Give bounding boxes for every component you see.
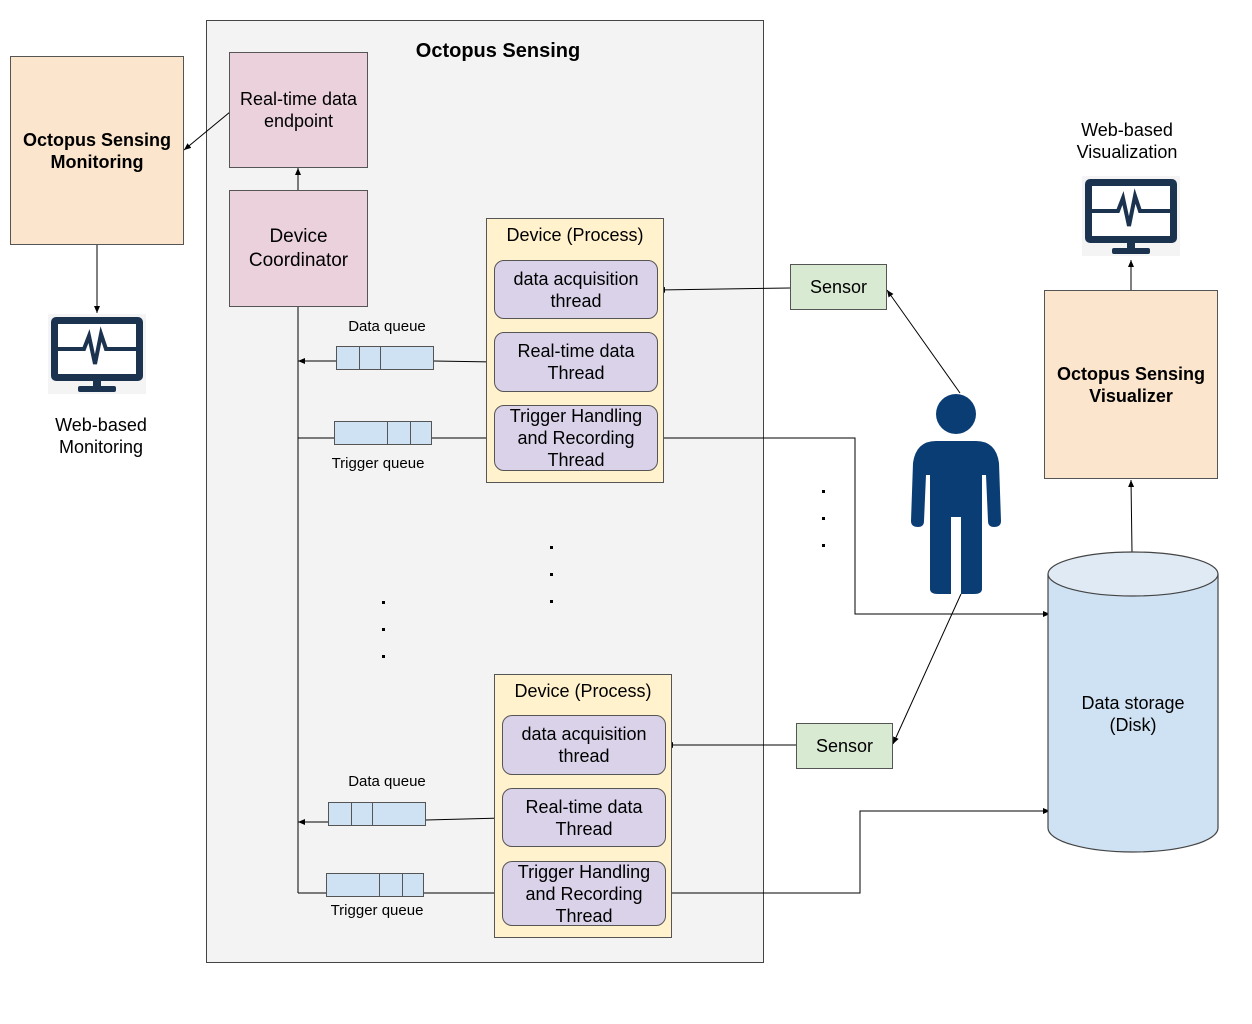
- arrow-recording-2-to-storage: [666, 808, 1050, 894]
- person-icon: [911, 394, 1001, 594]
- thread-label: Trigger Handling and Recording Thread: [509, 406, 643, 470]
- octopus-sensing-monitoring-box: Octopus Sensing Monitoring: [10, 56, 184, 245]
- monitor-heartbeat-icon: [1082, 176, 1180, 256]
- visualizer-label: Octopus Sensing Visualizer: [1056, 363, 1206, 406]
- data-queue-2: [328, 802, 426, 826]
- device-coordinator-label: Device Coordinator: [248, 225, 349, 271]
- thread-label: data acquisition thread: [513, 268, 639, 311]
- arrow-storage-to-visualizer: [1128, 479, 1135, 553]
- line-realtime-to-queue-2: [425, 817, 504, 821]
- ellipsis-queues: [382, 601, 388, 682]
- device-title: Device (Process): [506, 225, 644, 245]
- thread-label: Real-time data Thread: [525, 796, 643, 839]
- monitor-heartbeat-icon: [48, 314, 146, 394]
- realtime-data-thread-1: Real-time data Thread: [494, 332, 658, 392]
- trigger-recording-thread-1: Trigger Handling and Recording Thread: [494, 405, 658, 471]
- data-storage-label: Data storage (Disk): [1081, 693, 1185, 735]
- line-realtime-to-queue-1: [433, 360, 496, 363]
- realtime-data-endpoint-box: Real-time data endpoint: [229, 52, 368, 168]
- sensor-label: Sensor: [815, 736, 874, 756]
- device-coordinator-box: Device Coordinator: [229, 190, 368, 307]
- trigger-queue-label-1: Trigger queue: [331, 455, 425, 472]
- arrow-endpoint-to-monitoring: [183, 111, 231, 151]
- realtime-data-thread-2: Real-time data Thread: [502, 788, 666, 847]
- thread-label: Trigger Handling and Recording Thread: [517, 861, 651, 926]
- sensor-box-1: Sensor: [790, 264, 887, 310]
- realtime-endpoint-label: Real-time data endpoint: [239, 89, 358, 131]
- device-title: Device (Process): [514, 681, 652, 701]
- thread-label: Real-time data Thread: [517, 341, 635, 383]
- web-monitoring-label: Web-based Monitoring: [55, 415, 147, 457]
- data-acquisition-thread-2: data acquisition thread: [502, 715, 666, 775]
- data-acquisition-thread-1: data acquisition thread: [494, 260, 658, 319]
- trigger-queue-1: [334, 421, 432, 445]
- arrow-recording-1-to-storage: [658, 437, 1050, 617]
- web-visualization-label: Web-based Visualization: [1076, 120, 1178, 162]
- trigger-recording-thread-2: Trigger Handling and Recording Thread: [502, 861, 666, 926]
- thread-label: data acquisition thread: [521, 724, 647, 766]
- monitoring-label: Octopus Sensing Monitoring: [22, 129, 172, 172]
- sensor-box-2: Sensor: [796, 723, 893, 769]
- data-queue-label-2: Data queue: [348, 773, 426, 790]
- main-title: Octopus Sensing: [415, 40, 581, 62]
- ellipsis-sensors: [822, 490, 828, 571]
- trigger-queue-label-2: Trigger queue: [330, 902, 424, 919]
- ellipsis-devices: [550, 546, 556, 627]
- arrow-person-to-sensor-1: [886, 289, 961, 394]
- data-queue-1: [336, 346, 434, 370]
- sensor-label: Sensor: [809, 277, 868, 297]
- trigger-queue-2: [326, 873, 424, 897]
- octopus-sensing-visualizer-box: Octopus Sensing Visualizer: [1044, 290, 1218, 479]
- data-queue-label-1: Data queue: [348, 318, 426, 335]
- arrow-sensor-1: [657, 286, 791, 293]
- data-storage-cylinder: [1047, 551, 1219, 853]
- arrow-person-to-sensor-2: [892, 593, 962, 745]
